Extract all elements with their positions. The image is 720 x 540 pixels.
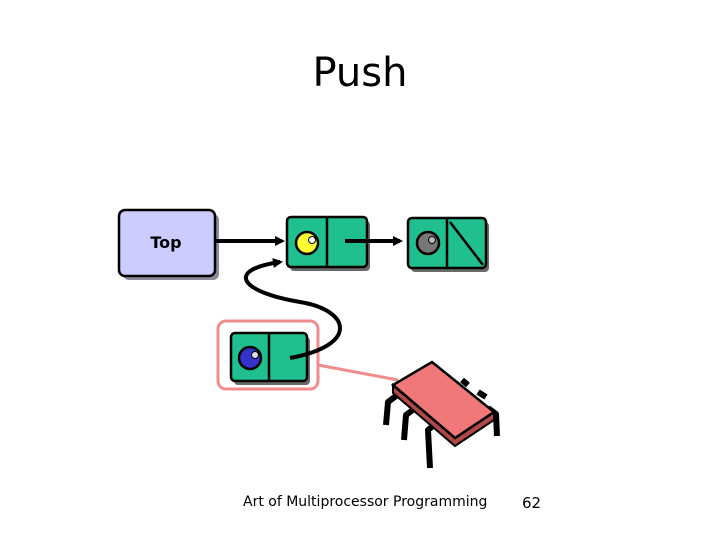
list-node-2 [406, 216, 489, 272]
processor-chip-icon [383, 360, 500, 469]
new-node-next-pointer [243, 258, 342, 360]
top-box: Top [117, 208, 219, 280]
page-number: 62 [522, 494, 542, 512]
slide-title: Push [312, 50, 408, 96]
new-list-node [229, 331, 310, 385]
top-label: Top [150, 233, 181, 252]
footer-text: Art of Multiprocessor Programming [243, 494, 488, 510]
node-1-value-ball [294, 230, 320, 256]
null-pointer-slash [449, 221, 484, 266]
new-node-value-ball [237, 345, 263, 371]
highlight-connector [317, 363, 399, 382]
new-node-highlight [216, 319, 320, 391]
list-node-1 [285, 215, 370, 271]
node-2-value-ball [415, 230, 441, 256]
